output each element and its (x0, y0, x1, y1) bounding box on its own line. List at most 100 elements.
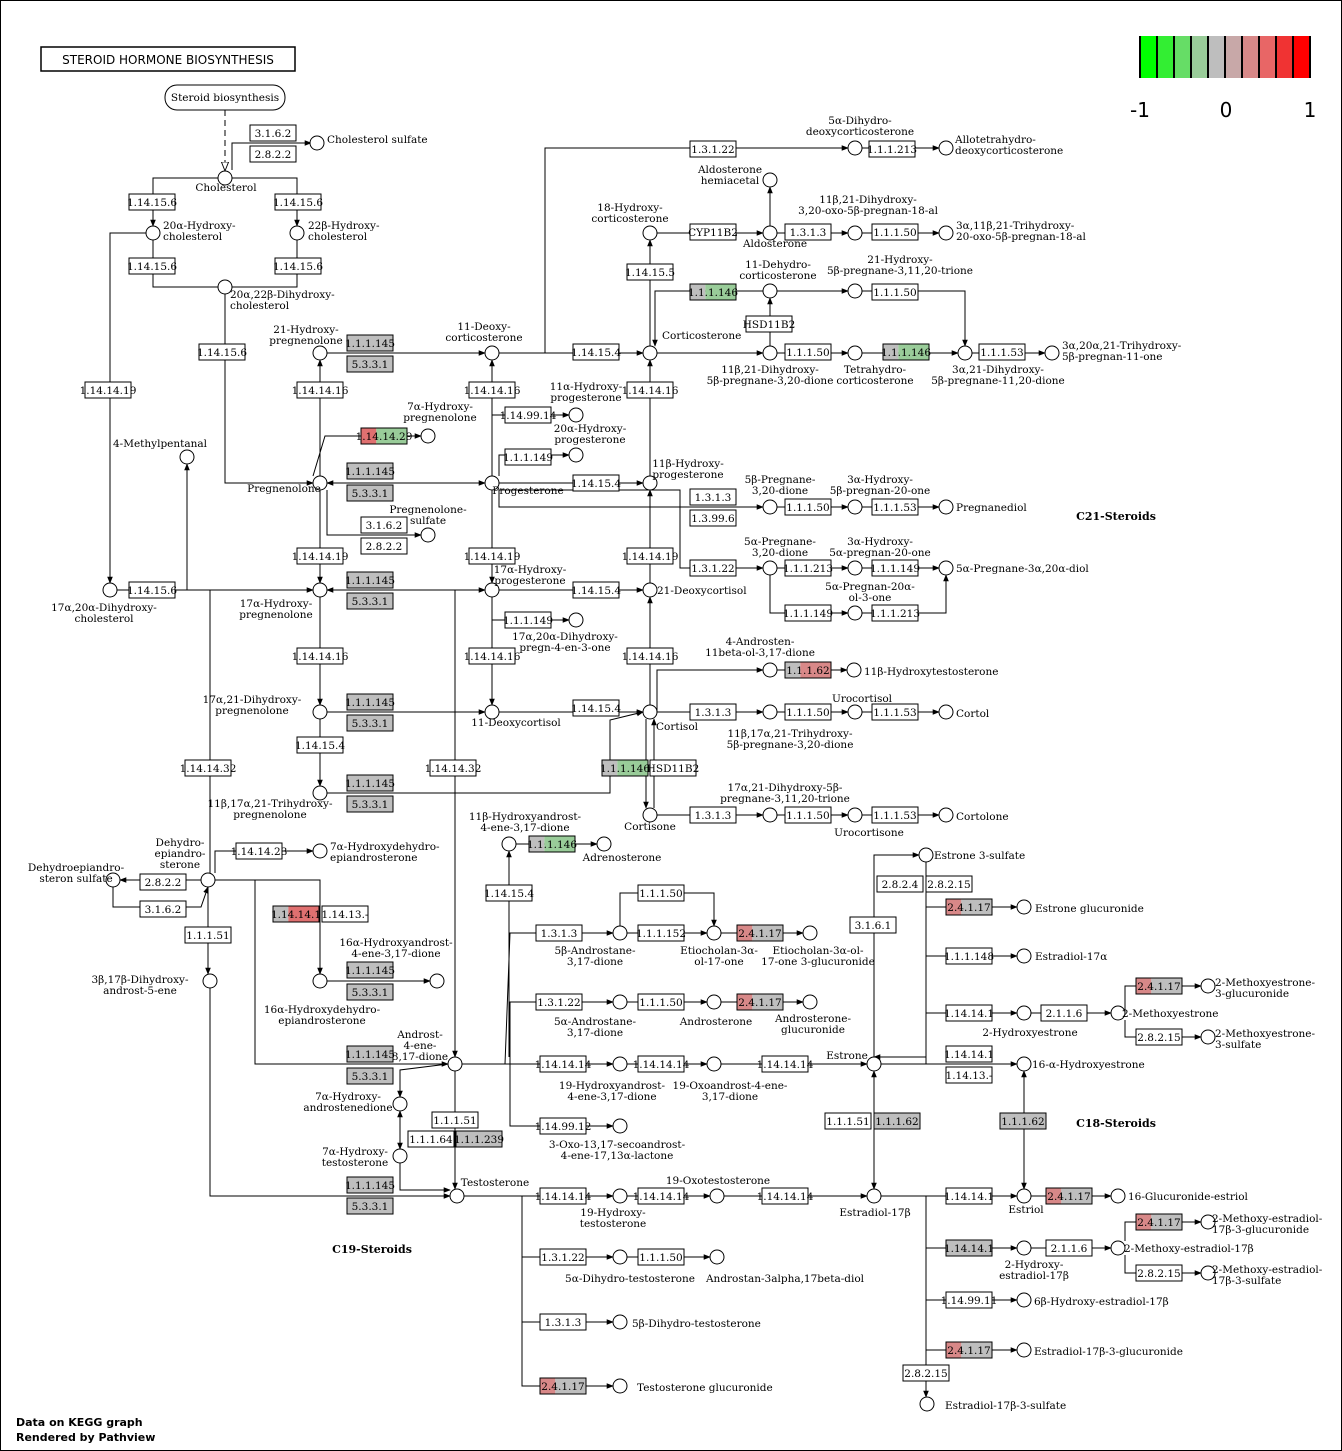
enzyme-box-1-14-99-14[interactable]: 1.14.99.14 (500, 406, 557, 424)
enzyme-box-2-1-1-6[interactable]: 2.1.1.6 (1045, 1239, 1093, 1257)
compound-dhdoc5a[interactable]: 5α-Dihydro-deoxycorticosterone (806, 115, 914, 156)
compound-androsterone[interactable]: Androsterone (679, 994, 753, 1028)
compound-edgluc[interactable]: Estradiol-17β-3-glucuronide (1016, 1342, 1183, 1358)
compound-pregol[interactable]: 5α-Pregnan-20α-ol-3-one (825, 581, 915, 621)
enzyme-box-1-14-14-16[interactable]: 1.14.14.16 (292, 647, 349, 665)
compound-estronegluc[interactable]: Estrone glucuronide (1016, 899, 1144, 915)
compound-estradiol17a[interactable]: Estradiol-17α (1016, 948, 1107, 964)
enzyme-box-1-14-14-14[interactable]: 1.14.14.14 (757, 1055, 814, 1073)
enzyme-box-1-1-1-62[interactable]: 1.1.1.62 (999, 1112, 1047, 1130)
enzyme-box-1-14-15-6[interactable]: 1.14.15.6 (127, 257, 177, 275)
compound-trihyd[interactable]: 3α,11β,21-Trihydroxy-20-oxo-5β-pregnan-1… (938, 220, 1086, 243)
enzyme-box-1-3-1-22[interactable]: 1.3.1.22 (689, 140, 737, 158)
compound-dhtrione[interactable]: 17α,21-Dihydroxy-5β-pregnane-3,11,20-tri… (720, 782, 850, 823)
enzyme-box-1-14-15-4[interactable]: 1.14.15.4 (571, 581, 621, 599)
enzyme-box-1-14-99-11[interactable]: 1.14.99.11 (941, 1291, 998, 1309)
enzyme-box-1-1-1-146[interactable]: 1.1.1.146 (600, 759, 650, 777)
enzyme-box-1-14-14-29[interactable]: 1.14.14.29 (356, 427, 413, 445)
enzyme-box-1-14-15-6[interactable]: 1.14.15.6 (273, 193, 323, 211)
compound-h7preg[interactable]: 7α-Hydroxy-pregnenolone (403, 401, 477, 444)
enzyme-box-1-3-1-3[interactable]: 1.3.1.3 (784, 223, 832, 241)
compound-h16gluc[interactable]: 16-Glucuronide-estriol (1110, 1188, 1249, 1204)
compound-h16andro[interactable]: 16α-Hydroxyandrost-4-ene-3,17-dione (312, 937, 453, 989)
enzyme-box-1-1-1-145[interactable]: 1.1.1.145 (345, 334, 395, 352)
compound-preg[interactable]: Pregnenolone (247, 475, 328, 495)
enzyme-box-2-4-1-17[interactable]: 2.4.1.17 (736, 924, 784, 942)
enzyme-box-3-1-6-2[interactable]: 3.1.6.2 (249, 124, 297, 142)
compound-h22[interactable]: 22β-Hydroxy-cholesterol (289, 220, 380, 243)
compound-dht5a[interactable]: 5α-Dihydro-testosterone (565, 1249, 695, 1285)
compound-adrenost[interactable]: Adrenosterone (582, 836, 662, 864)
enzyme-box-5-3-3-1[interactable]: 5.3.3.1 (346, 795, 394, 813)
enzyme-box-1-3-1-3[interactable]: 1.3.1.3 (689, 703, 737, 721)
compound-pdione5b[interactable]: 5β-Pregnane-3,20-dione (745, 474, 816, 515)
enzyme-box-2-4-1-17[interactable]: 2.4.1.17 (1045, 1187, 1093, 1205)
enzyme-box-2-4-1-17[interactable]: 2.4.1.17 (736, 993, 784, 1011)
compound-h17preg[interactable]: 17α-Hydroxy-pregnenolone (239, 582, 328, 621)
enzyme-box-1-1-1-145[interactable]: 1.1.1.145 (345, 961, 395, 979)
enzyme-box-2-8-2-15[interactable]: 2.8.2.15 (902, 1364, 950, 1382)
compound-pregsulf[interactable]: Pregnenolone-sulfate (389, 504, 467, 543)
enzyme-box-HSD11B2[interactable]: HSD11B2 (647, 759, 700, 777)
enzyme-box-1-14-14-14[interactable]: 1.14.14.14 (633, 1187, 690, 1205)
compound-androstenedione[interactable]: Androst-4-ene-3,17-dione (392, 1029, 463, 1072)
enzyme-box-1-3-99-6[interactable]: 1.3.99.6 (689, 509, 737, 527)
enzyme-box-2-4-1-17[interactable]: 2.4.1.17 (539, 1377, 587, 1395)
enzyme-box-5-3-3-1[interactable]: 5.3.3.1 (346, 1197, 394, 1215)
enzyme-box-2-8-2-15[interactable]: 2.8.2.15 (1135, 1264, 1183, 1282)
compound-trihdione[interactable]: 11β,17α,21-Trihydroxy-5β-pregnane-3,20-d… (727, 704, 854, 751)
enzyme-box-1-1-1-146[interactable]: 1.1.1.146 (527, 835, 577, 853)
compound-dihchol[interactable]: 20α,22β-Dihydroxy-cholesterol (217, 279, 335, 312)
enzyme-box-1-1-1-146[interactable]: 1.1.1.146 (881, 343, 931, 361)
compound-oxo19testo[interactable]: 19-Oxotestosterone (666, 1175, 770, 1204)
enzyme-box-1-1-1-145[interactable]: 1.1.1.145 (345, 462, 395, 480)
enzyme-box-2-8-2-2[interactable]: 2.8.2.2 (360, 537, 408, 555)
compound-cortisone[interactable]: Cortisone (624, 807, 676, 833)
enzyme-box-1-1-1-50[interactable]: 1.1.1.50 (784, 806, 832, 824)
enzyme-box-1-1-1-50[interactable]: 1.1.1.50 (784, 343, 832, 361)
enzyme-box-1-14-14-16[interactable]: 1.14.14.16 (464, 381, 521, 399)
enzyme-box-1-14-14-14[interactable]: 1.14.14.14 (535, 1055, 592, 1073)
enzyme-box-1-14-14-14[interactable]: 1.14.14.14 (535, 1187, 592, 1205)
compound-h7dhea[interactable]: 7α-Hydroxydehydro-epiandrosterone (312, 841, 440, 864)
compound-trihpone[interactable]: 3α,20α,21-Trihydroxy-5β-pregnan-11-one (1044, 340, 1182, 363)
compound-androgluc[interactable]: Androsterone-glucuronide (774, 994, 852, 1036)
compound-testo[interactable]: Testosterone (449, 1177, 529, 1204)
enzyme-box-1-1-1-152[interactable]: 1.1.1.152 (636, 924, 686, 942)
compound-oxopreg[interactable]: 11β,21-Dihydroxy-3,20-oxo-5β-pregnan-18-… (798, 194, 939, 241)
enzyme-box-1-3-1-22[interactable]: 1.3.1.22 (689, 559, 737, 577)
enzyme-box-1-14-14-16[interactable]: 1.14.14.16 (622, 381, 679, 399)
compound-pregdiol5a[interactable]: 5α-Pregnane-3α,20α-diol (938, 560, 1089, 576)
compound-urocortisone[interactable]: Urocortisone (834, 807, 904, 839)
enzyme-box-1-1-1-213[interactable]: 1.1.1.213 (867, 140, 917, 158)
compound-h11prog[interactable]: 11α-Hydroxy-progesterone (550, 381, 623, 423)
enzyme-box-1-14-15-4[interactable]: 1.14.15.4 (295, 736, 345, 754)
compound-h16dhea[interactable]: 16α-Hydroxydehydro-epiandrosterone (264, 973, 445, 1027)
enzyme-box-1-14-14-19[interactable]: 1.14.14.19 (292, 547, 349, 565)
compound-dht5b[interactable]: 5β-Dihydro-testosterone (612, 1314, 761, 1330)
enzyme-box-5-3-3-1[interactable]: 5.3.3.1 (346, 592, 394, 610)
compound-pdione5a[interactable]: 5α-Pregnane-3,20-dione (744, 536, 816, 576)
enzyme-box-2-4-1-17[interactable]: 2.4.1.17 (1135, 1213, 1183, 1231)
enzyme-box-1-1-1-53[interactable]: 1.1.1.53 (871, 498, 919, 516)
compound-dhpdione[interactable]: 11β,21-Dihydroxy-5β-pregnane-3,20-dione (707, 345, 834, 387)
enzyme-box-1-14-14-23[interactable]: 1.14.14.23 (231, 842, 288, 860)
compound-me2estsulf[interactable]: 2-Methoxyestrone-3-sulfate (1200, 1028, 1315, 1051)
compound-hptrione[interactable]: 21-Hydroxy-5β-pregnane-3,11,20-trione (827, 254, 973, 299)
enzyme-box-2-8-2-15[interactable]: 2.8.2.15 (1135, 1028, 1183, 1046)
enzyme-box-1-1-1-213[interactable]: 1.1.1.213 (783, 559, 833, 577)
compound-allotetra[interactable]: Allotetrahydro-deoxycorticosterone (938, 134, 1063, 157)
enzyme-box-1-14-15-4[interactable]: 1.14.15.4 (484, 884, 534, 902)
enzyme-box-1-3-1-3[interactable]: 1.3.1.3 (539, 1313, 587, 1331)
enzyme-box-1-14-15-6[interactable]: 1.14.15.6 (127, 193, 177, 211)
compound-dihchol1720[interactable]: 17α,20α-Dihydroxy-cholesterol (51, 582, 157, 625)
enzyme-box-2-8-2-4[interactable]: 2.8.2.4 (876, 875, 924, 893)
compound-oxoseco[interactable]: 3-Oxo-13,17-secoandrost-4-ene-17,13α-lac… (549, 1118, 686, 1162)
compound-deoxycortisol11[interactable]: 11-Deoxycortisol (471, 704, 561, 729)
enzyme-box-1-14-15-6[interactable]: 1.14.15.6 (197, 343, 247, 361)
enzyme-box-5-3-3-1[interactable]: 5.3.3.1 (346, 1067, 394, 1085)
enzyme-box-1-1-1-50[interactable]: 1.1.1.50 (871, 223, 919, 241)
compound-dihpdione2[interactable]: 3α,21-Dihydroxy-5β-pregnane-11,20-dione (931, 345, 1065, 387)
enzyme-box-1-1-1-149[interactable]: 1.1.1.149 (870, 559, 920, 577)
compound-h19androst[interactable]: 19-Hydroxyandrost-4-ene-3,17-dione (559, 1056, 666, 1103)
